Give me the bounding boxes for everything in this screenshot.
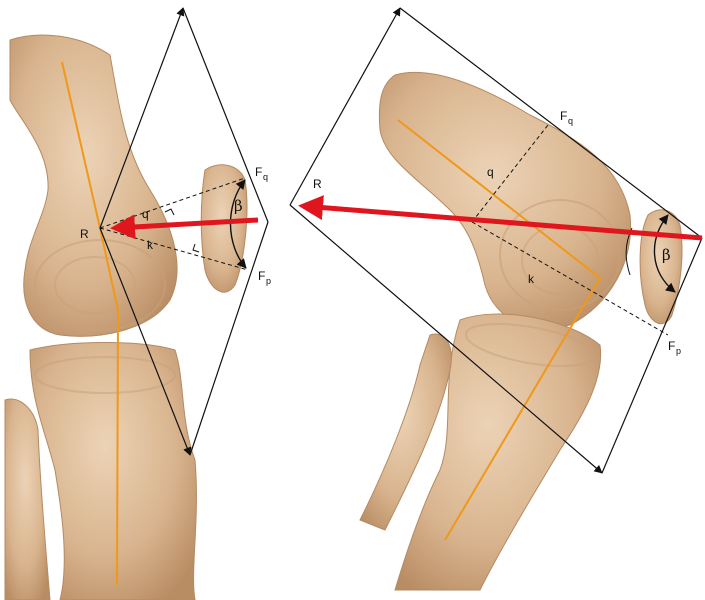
left-knee-extended: R q k β F q F p <box>5 8 271 600</box>
right-label-Fp: F <box>668 339 675 353</box>
left-label-k: k <box>147 238 154 252</box>
right-label-Fq: F <box>560 109 567 123</box>
right-label-k: k <box>528 272 535 286</box>
left-label-q: q <box>142 207 149 221</box>
left-label-Fp: F <box>258 269 265 283</box>
left-label-Fq: F <box>255 165 262 179</box>
left-patella-bone <box>201 165 247 292</box>
left-label-beta: β <box>234 197 243 215</box>
right-label-Fq-sub: q <box>568 116 573 126</box>
right-label-beta: β <box>662 246 671 264</box>
right-label-R: R <box>313 177 322 191</box>
right-label-Fp-sub: p <box>676 346 681 356</box>
right-knee-flexed: R q k β F q F p <box>290 8 702 590</box>
left-label-Fq-sub: q <box>263 172 268 182</box>
left-label-Fp-sub: p <box>266 276 271 286</box>
left-label-R: R <box>80 227 89 241</box>
right-label-q: q <box>487 165 494 179</box>
